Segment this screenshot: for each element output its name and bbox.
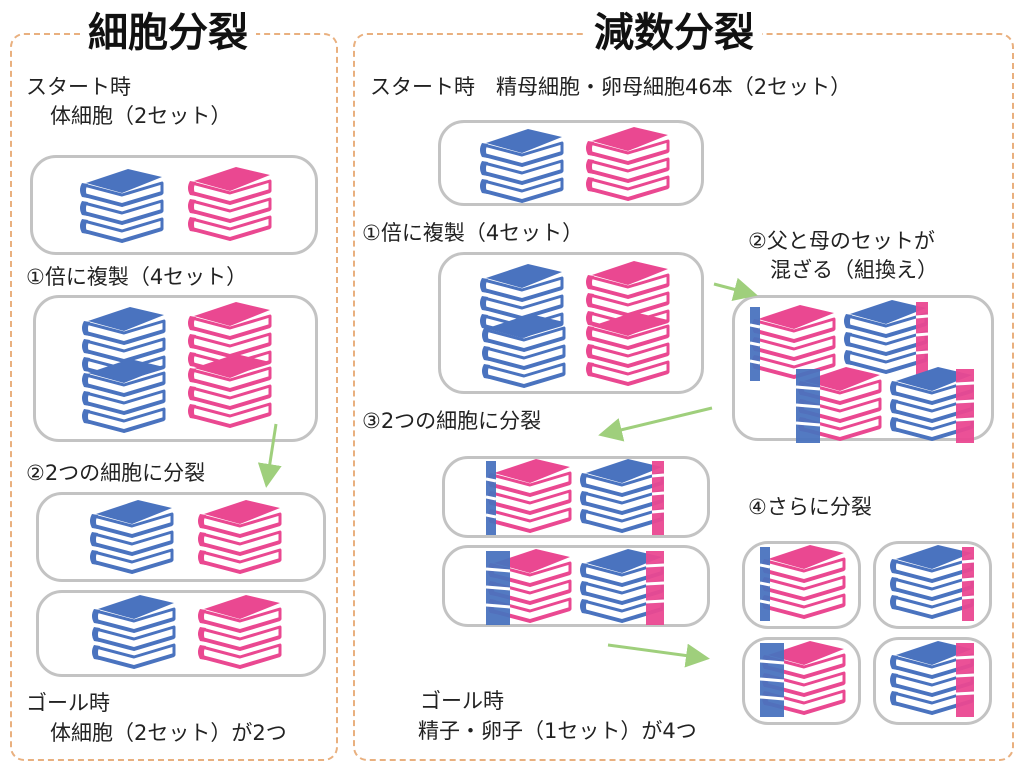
mitosis-daughter-cell-2 bbox=[36, 590, 326, 677]
mitosis-goal-label: ゴール時 bbox=[26, 691, 110, 715]
meiosis-step3-label: ③2つの細胞に分裂 bbox=[362, 409, 542, 433]
mitosis-step2-label: ②2つの細胞に分裂 bbox=[26, 461, 206, 485]
mitosis-daughter-cell-1 bbox=[36, 492, 326, 582]
book-paternal bbox=[78, 167, 164, 249]
book-paternal bbox=[480, 312, 566, 394]
book-maternal bbox=[186, 165, 272, 247]
book-paternal bbox=[90, 593, 176, 675]
meiosis-title: 減数分裂 bbox=[586, 13, 762, 53]
book-recombined bbox=[759, 543, 846, 625]
mitosis-start-cell-label: 体細胞（2セット） bbox=[50, 104, 232, 128]
book-maternal bbox=[186, 352, 272, 434]
mitosis-step1-label: ①倍に複製（4セット） bbox=[26, 265, 248, 289]
book-paternal bbox=[478, 262, 564, 344]
book-recombined bbox=[888, 639, 975, 721]
book-paternal bbox=[478, 127, 564, 209]
meiosis-goal-label: ゴール時 bbox=[420, 689, 504, 713]
meiosis-goal-result-label: 精子・卵子（1セット）が4つ bbox=[418, 719, 697, 743]
meiosis-step4-label: ④さらに分裂 bbox=[748, 495, 872, 519]
book-recombined bbox=[749, 303, 836, 385]
mitosis-title: 細胞分裂 bbox=[80, 13, 256, 53]
book-paternal bbox=[80, 357, 166, 439]
book-recombined bbox=[759, 639, 846, 721]
mitosis-start-cell bbox=[30, 155, 318, 255]
meiosis-step2-label-line2: 混ざる（組換え） bbox=[770, 258, 938, 282]
book-recombined bbox=[578, 547, 665, 629]
book-recombined bbox=[578, 457, 665, 539]
book-maternal bbox=[584, 310, 670, 392]
book-maternal bbox=[196, 498, 282, 580]
book-recombined bbox=[485, 457, 572, 539]
book-paternal bbox=[88, 498, 174, 580]
book-recombined bbox=[485, 547, 572, 629]
book-maternal bbox=[584, 125, 670, 207]
book-recombined bbox=[888, 365, 975, 447]
mitosis-replicated-cell bbox=[33, 295, 318, 442]
mitosis-start-label: スタート時 bbox=[26, 75, 131, 99]
book-recombined bbox=[888, 543, 975, 625]
book-maternal bbox=[196, 593, 282, 675]
meiosis-start-label: スタート時 精母細胞・卵母細胞46本（2セット） bbox=[370, 75, 852, 99]
mitosis-goal-result-label: 体細胞（2セット）が2つ bbox=[50, 721, 287, 745]
book-recombined bbox=[842, 298, 929, 380]
meiosis-cell-b bbox=[442, 545, 710, 627]
meiosis-step1-label: ①倍に複製（4セット） bbox=[362, 221, 584, 245]
meiosis-cell-a bbox=[442, 456, 710, 538]
book-recombined bbox=[795, 365, 882, 447]
meiosis-step2-label: ②父と母のセットが bbox=[748, 229, 935, 253]
